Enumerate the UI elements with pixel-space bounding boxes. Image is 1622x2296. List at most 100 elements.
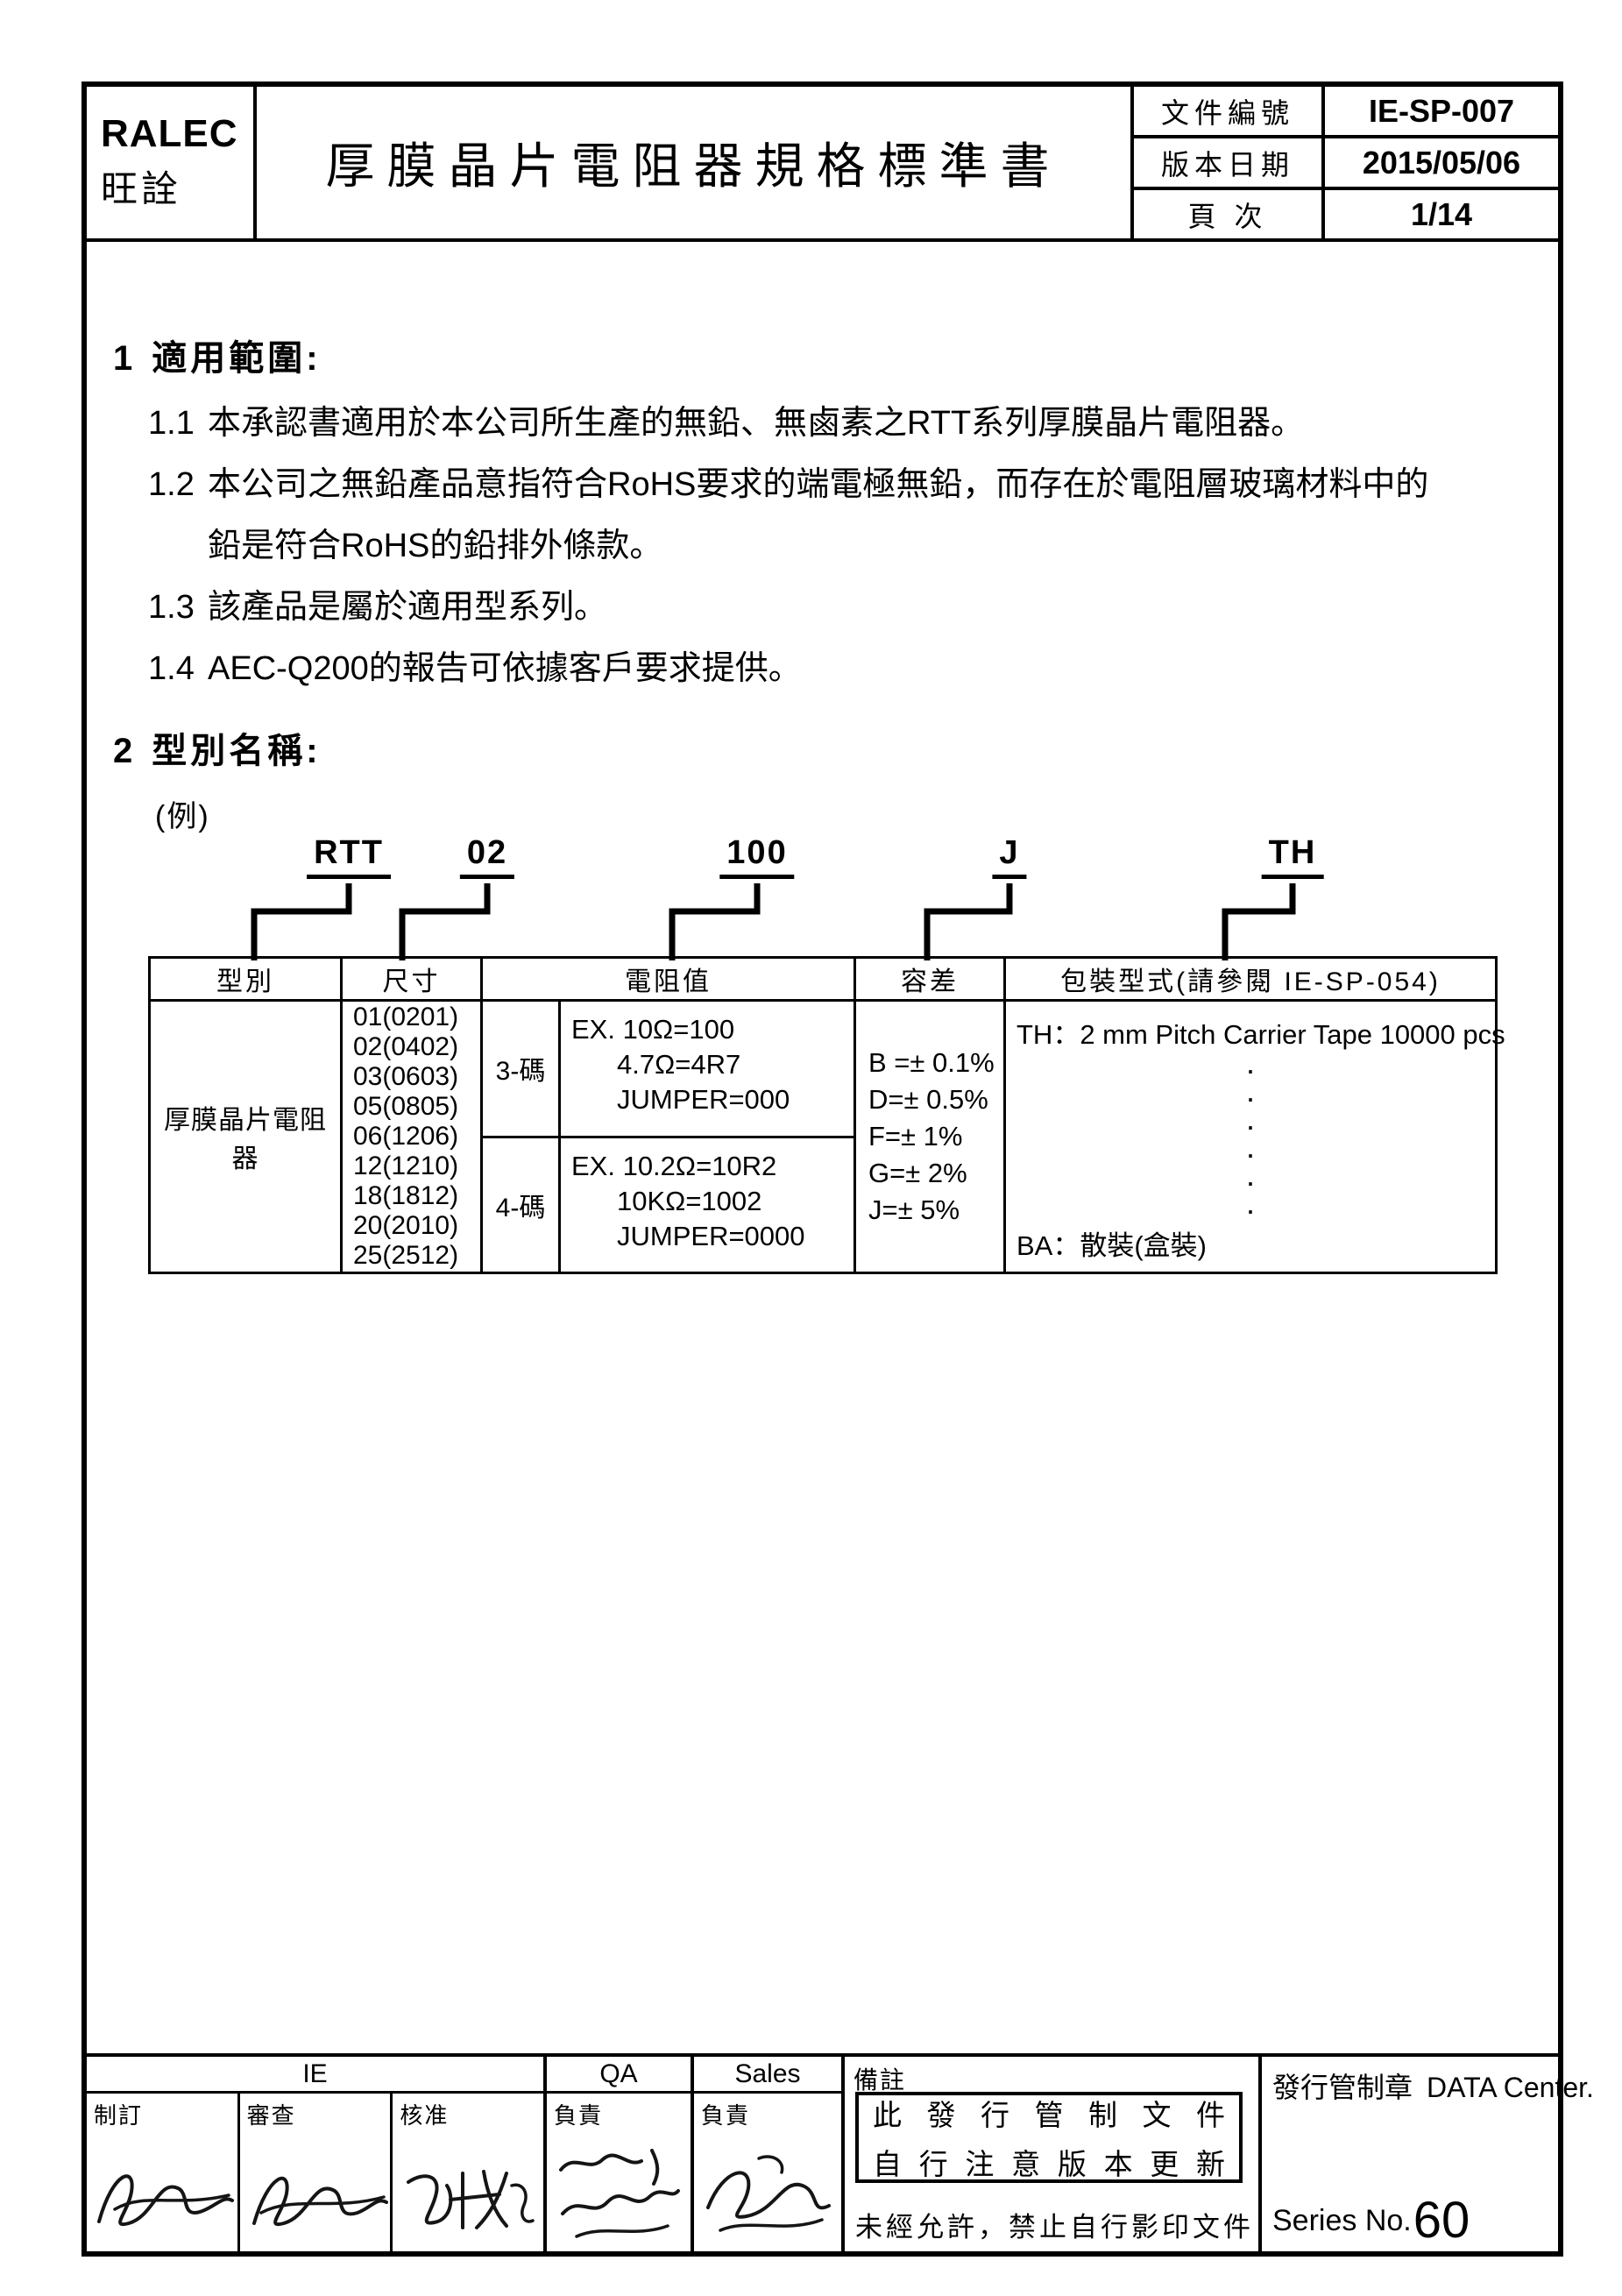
qa-signature-cell: 負責 [547,2094,691,2251]
section2-heading: 2 型別名稱: [113,722,322,773]
spec-table-header-row: 型別 尺寸 電阻值 容差 包裝型式(請參閱 IE-SP-054) [148,956,1498,1002]
type-value-cell: 厚膜晶片電阻器 [148,999,343,1274]
size-item: 01(0201) [353,1003,459,1031]
sales-approval-block: Sales 負責 [694,2057,845,2251]
item-number: 1.1 [148,405,195,442]
item-number: 1.3 [148,589,195,626]
series-label: Series No. [1272,2204,1412,2237]
document-meta-table: 文件編號 IE-SP-007 版本日期 2015/05/06 頁 次 1/14 [1130,87,1558,238]
signature-scribble [407,2170,535,2229]
doc-number-label: 文件編號 [1134,87,1325,135]
notes-block: 備註 此發行管制文件 自行注意版本更新 未經允許，禁止自行影印文件 [845,2057,1262,2251]
company-logo-cell: RALEC 旺詮 [87,87,257,238]
example-line: EX. 10.2Ω=10R2 [571,1150,777,1181]
column-header-packaging: 包裝型式(請參閱 IE-SP-054) [1003,956,1498,1002]
doc-number-value: IE-SP-007 [1368,92,1515,129]
tolerance-item: J=± 5% [868,1194,960,1225]
page-number-value: 1/14 [1410,195,1473,232]
size-item: 18(1812) [353,1181,459,1210]
meta-row-page-number: 頁 次 1/14 [1134,190,1558,238]
approval-footer: IE 制訂 審查 [87,2053,1594,2251]
stamp-title-row: 發行管制章 DATA Center. [1272,2066,1594,2106]
tolerance-list-cell: B =± 0.1% D=± 0.5% F=± 1% G=± 2% J=± 5% [853,999,1006,1274]
qa-signature-cells: 負責 [547,2094,691,2251]
size-item: 20(2010) [353,1211,459,1240]
item-number: 1.2 [148,466,195,503]
no-copy-warning: 未經允許，禁止自行影印文件 [855,2212,1254,2243]
notes-label: 備註 [853,2066,907,2094]
review-label: 審查 [246,2102,296,2129]
document-title: 厚膜晶片電阻器規格標準書 [325,138,1062,194]
column-header-type: 型別 [148,956,343,1002]
signature-scribble [706,2155,831,2232]
part-code-size: 02 [459,834,515,879]
tolerance-item: F=± 1% [868,1121,963,1152]
part-code-packaging: TH [1261,834,1324,879]
signature-scribble [251,2176,388,2227]
tolerance-item: D=± 0.5% [868,1084,988,1115]
qa-approval-block: QA 負責 [547,2057,694,2251]
size-item: 25(2512) [353,1241,459,1270]
column-header-tolerance: 容差 [853,956,1006,1002]
resistance-example-4digit: EX. 10.2Ω=10R2 10KΩ=1002 JUMPER=0000 [558,1135,856,1274]
series-number-row: Series No.60 [1272,2195,1470,2246]
resistance-example-3digit: EX. 10Ω=100 4.7Ω=4R7 JUMPER=000 [558,999,856,1138]
page-number-label: 頁 次 [1134,190,1325,238]
example-label: (例) [155,800,210,833]
notice-line: 此發行管制文件 [873,2099,1225,2131]
item-text: 該產品是屬於適用型系列。 [208,589,608,626]
draft-label: 制訂 [94,2102,144,2129]
example-line: 10KΩ=1002 [617,1185,762,1216]
example-line: JUMPER=0000 [617,1220,805,1251]
document-header: RALEC 旺詮 厚膜晶片電阻器規格標準書 文件編號 IE-SP-007 版本日… [87,87,1558,242]
item-text: 本公司之無鉛產品意指符合RoHS要求的端電極無鉛，而存在於電阻層玻璃材料中的鉛是… [208,466,1429,564]
ellipsis-dots: . . . . . . [1245,1045,1256,1221]
ie-approval-block: IE 制訂 審查 [87,2057,547,2251]
section1-number: 1 [113,339,137,378]
packaging-bulk-option: BA：散裝(盒裝) [1016,1230,1207,1261]
example-line: EX. 10Ω=100 [571,1014,735,1045]
section2-number: 2 [113,732,137,770]
digit-code-4: 4-碼 [480,1135,561,1274]
part-number-spec-table: 型別 尺寸 電阻值 容差 包裝型式(請參閱 IE-SP-054) 厚膜晶片電阻器… [148,956,1505,1274]
section2-title: 型別名稱: [152,732,322,770]
controlled-document-notice-box: 此發行管制文件 自行注意版本更新 [855,2092,1243,2183]
part-code-resistance: 100 [719,834,795,879]
version-date-value: 2015/05/06 [1362,144,1521,181]
signature-scribble [559,2149,680,2238]
size-list-cell: 01(0201) 02(0402) 03(0603) 05(0805) 06(1… [340,999,483,1274]
size-item: 12(1210) [353,1152,459,1180]
tolerance-item: G=± 2% [868,1158,967,1188]
example-line: 4.7Ω=4R7 [617,1049,741,1080]
sales-signature-cells: 負責 [694,2094,841,2251]
column-header-resistance: 電阻值 [480,956,856,1002]
sales-responsible-label: 負責 [701,2102,751,2129]
notice-line: 自行注意版本更新 [873,2148,1225,2180]
qa-responsible-label: 負責 [554,2102,604,2129]
version-date-label: 版本日期 [1134,138,1325,187]
approve-signature-cell: 核准 [393,2094,543,2251]
column-header-size: 尺寸 [340,956,483,1002]
control-stamp-block: 發行管制章 DATA Center. Series No.60 [1262,2057,1594,2251]
ie-signature-cells: 制訂 審查 核准 [87,2094,543,2251]
spec-table-row-4digit: 4-碼 EX. 10.2Ω=10R2 10KΩ=1002 JUMPER=0000 [150,1135,1497,1274]
data-center-label: DATA Center. [1427,2072,1594,2103]
section1-items: 1.1 本承認書適用於本公司所生產的無鉛、無鹵素之RTT系列厚膜晶片電阻器。 1.… [148,393,1461,699]
size-item: 02(0402) [353,1032,459,1061]
control-stamp-label: 發行管制章 [1272,2072,1413,2103]
review-signature-cell: 審查 [240,2094,393,2251]
document-frame: RALEC 旺詮 厚膜晶片電阻器規格標準書 文件編號 IE-SP-007 版本日… [81,81,1594,2257]
digit-code-3: 3-碼 [480,999,561,1138]
company-name-chinese: 旺詮 [101,168,182,209]
qa-department-label: QA [547,2057,691,2094]
item-text: 本承認書適用於本公司所生產的無鉛、無鹵素之RTT系列厚膜晶片電阻器。 [208,405,1305,442]
approve-label: 核准 [400,2102,450,2129]
example-line: JUMPER=000 [617,1084,790,1115]
size-item: 03(0603) [353,1062,459,1091]
meta-row-version-date: 版本日期 2015/05/06 [1134,138,1558,190]
section1-title: 適用範圍: [152,339,322,378]
ie-department-label: IE [87,2057,543,2094]
company-name: RALEC [101,112,238,155]
